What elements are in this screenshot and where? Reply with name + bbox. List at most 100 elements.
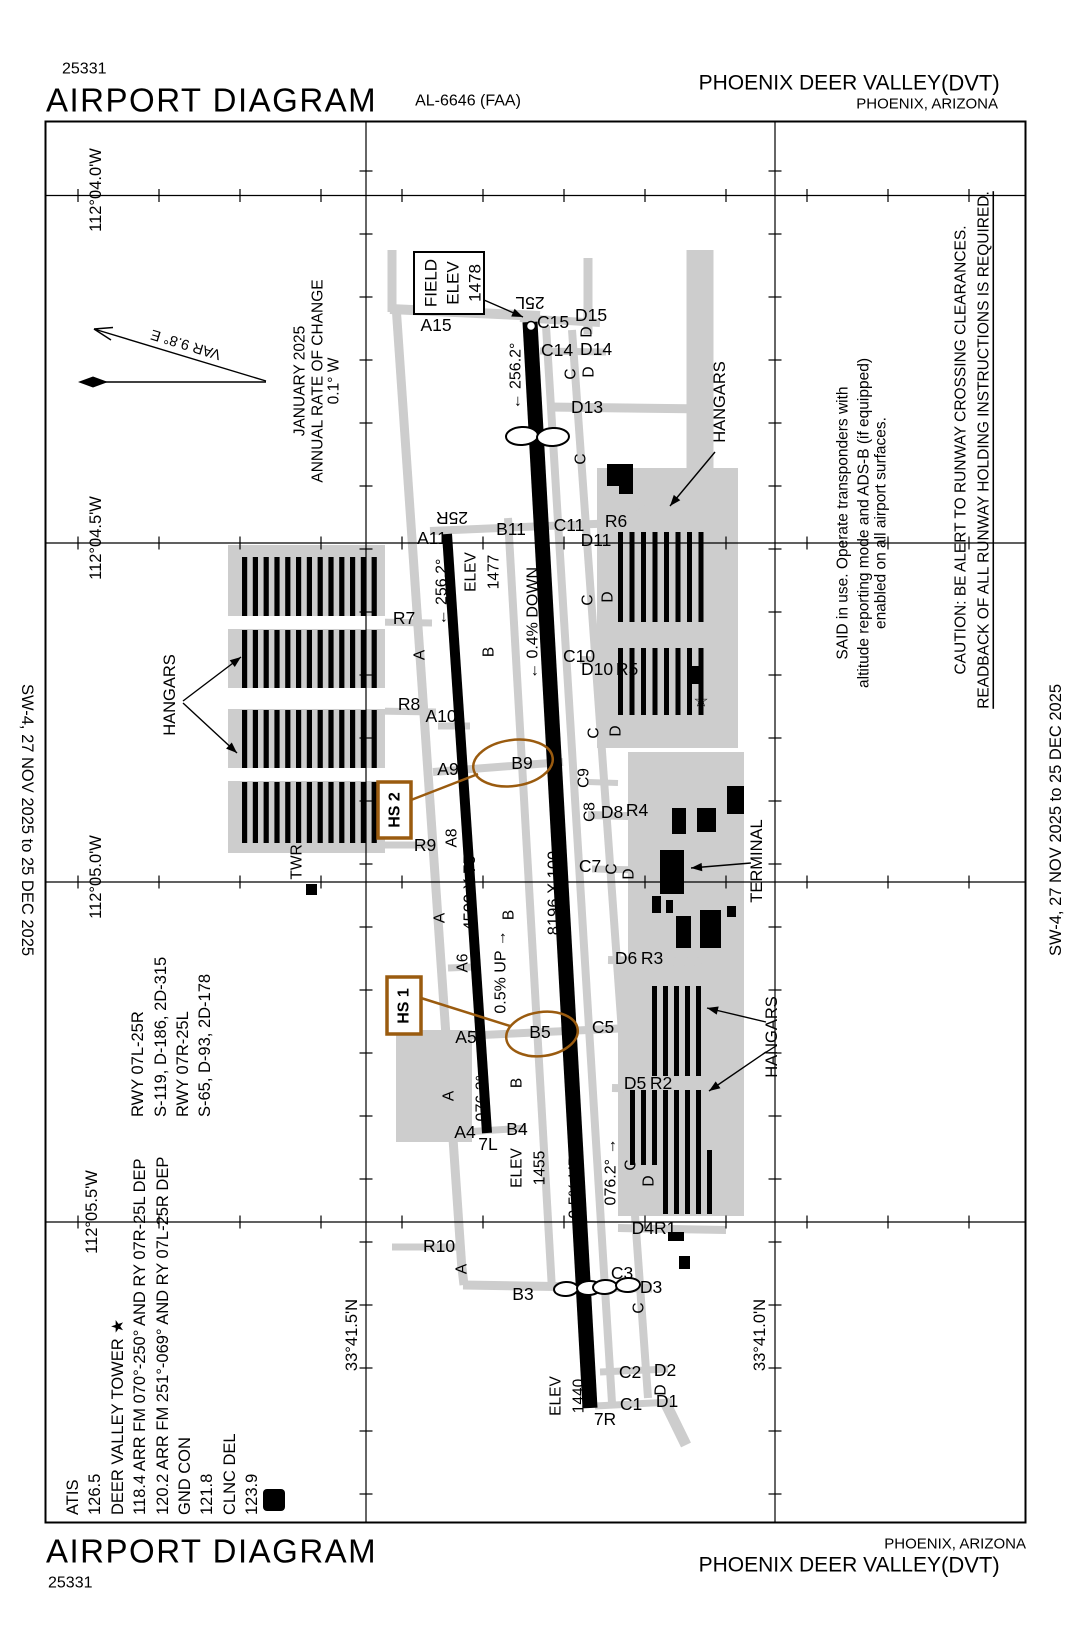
map-label: D2 (654, 1360, 676, 1380)
latitude-label: 33°41.5'N (343, 1299, 361, 1371)
variation-rate: ANNUAL RATE OF CHANGE (310, 279, 327, 482)
city-state-bottom: PHOENIX, ARIZONA (884, 1536, 1026, 1553)
map-label: C1 (620, 1394, 642, 1414)
map-label: A5 (455, 1027, 476, 1047)
map-label: D4R1 (632, 1218, 677, 1238)
map-label: A15 (420, 315, 451, 335)
map-label: D14 (580, 339, 612, 359)
tower-freq-2: 120.2 ARR FM 251°-069° AND RY 07L-25R DE… (154, 1157, 172, 1515)
map-symbols (505, 425, 641, 1298)
map-label: R8 (398, 694, 420, 714)
transponder-note: altitude reporting mode and ADS-B (if eq… (856, 358, 873, 688)
runway-dimensions: 4500 X 75 (461, 855, 479, 930)
procedure-id: AL-6646 (FAA) (415, 93, 521, 110)
map-label: D5 (624, 1073, 646, 1093)
terminal-label: TERMINAL (748, 819, 766, 902)
map-label: R3 (641, 948, 663, 968)
runway-data: S-65, D-93, 2D-178 (196, 974, 214, 1117)
elev-1477: 1477 (486, 555, 503, 589)
map-label: A6 (455, 954, 472, 973)
map-label: B (481, 647, 498, 657)
field-elev: FIELD (422, 259, 441, 307)
atis-label: ATIS (64, 1480, 82, 1515)
map-frame (44, 120, 1027, 1524)
chart-code-bottom: 25331 (48, 1575, 93, 1592)
map-label: D (621, 868, 638, 879)
map-label: C7 (579, 856, 601, 876)
map-label: D15 (575, 305, 607, 325)
tower-label: DEER VALLEY TOWER ★ (109, 1319, 127, 1515)
map-label: C (623, 1159, 640, 1170)
map-label: C15 (537, 312, 569, 332)
longitude-label: 112°04.0'W (87, 148, 105, 232)
map-label: A10 (425, 706, 456, 726)
runway-end-7R: 7R (594, 1409, 616, 1429)
map-label: D6 (615, 948, 637, 968)
edition-date-right: SW-4, 27 NOV 2025 to 25 DEC 2025 (1047, 684, 1065, 956)
runways (442, 320, 598, 1409)
map-label: B (501, 910, 518, 920)
runway-data: RWY 07R-25L (174, 1011, 192, 1117)
edition-date-left: SW-4, 27 NOV 2025 to 25 DEC 2025 (18, 684, 36, 956)
longitude-label: 112°04.5'W (87, 496, 105, 580)
buildings (306, 464, 744, 1269)
map-label: R7 (393, 608, 415, 628)
map-label: R9 (414, 835, 436, 855)
map-label: D13 (571, 397, 603, 417)
map-label: B11 (496, 519, 526, 539)
map-label: D11 (581, 530, 612, 550)
map-label: ELEV (463, 552, 480, 592)
runway-data: RWY 07L-25R (129, 1011, 147, 1117)
map-label: C (586, 727, 603, 738)
caution-note: CAUTION: BE ALERT TO RUNWAY CROSSING CLE… (953, 225, 970, 674)
hangar-rows (242, 532, 712, 1214)
map-label: C (573, 453, 590, 464)
map-label: D (608, 725, 625, 736)
leader-arrows (78, 251, 767, 1092)
gradient-note: ← 0.4% DOWN (525, 567, 542, 679)
map-label: A11 (417, 528, 447, 548)
map-label: A8 (444, 829, 461, 848)
map-label: B4 (506, 1119, 528, 1139)
airport-name-top: PHOENIX DEER VALLEY (699, 72, 941, 95)
variation-rate-value: 0.1° W (326, 357, 343, 404)
map-label: R4 (626, 800, 649, 820)
atis-freq: 126.5 (86, 1474, 104, 1515)
map-label: C10 (563, 646, 595, 666)
runway-heading: 076.2° → (474, 1055, 491, 1122)
map-labels: 25331 AIRPORT DIAGRAM AL-6646 (FAA) PHOENIX… (18, 61, 1065, 1592)
map-label: D3 (640, 1277, 662, 1297)
hangars-label: HANGARS (763, 996, 781, 1078)
runway-data: S-119, D-186, 2D-315 (152, 957, 170, 1117)
transponder-note: enabled on all airport surfaces. (873, 417, 890, 629)
airport-name-bottom: PHOENIX DEER VALLEY (699, 1554, 941, 1577)
map-label: D (641, 1175, 658, 1186)
ground-label: GND CON (176, 1437, 194, 1515)
runway-end-25L: 25L (515, 293, 544, 313)
airport-id-top: (DVT) (941, 71, 1000, 96)
transponder-note: SAID in use. Operate transponders with (835, 386, 852, 659)
gradient-note: 0.5% UP → (493, 930, 510, 1013)
runway-dimensions: 8196 X 100 (545, 851, 563, 935)
longitude-label: 112°05.0'W (87, 835, 105, 919)
map-label: A (412, 649, 429, 660)
map-label: R10 (423, 1236, 455, 1256)
adsb-d-symbol: D (265, 1494, 284, 1506)
map-label: B3 (512, 1284, 533, 1304)
latitude-label: 33°41.0'N (751, 1299, 769, 1371)
map-label: C3 (611, 1263, 633, 1283)
star-symbol: ☆ (693, 692, 708, 711)
caution-note: READBACK OF ALL RUNWAY HOLDING INSTRUCTI… (976, 191, 993, 709)
map-label: A4 (454, 1122, 476, 1142)
map-label: C5 (592, 1017, 614, 1037)
hotspot-2-label: HS 2 (387, 792, 404, 828)
map-label: B (509, 1078, 526, 1088)
ground-freq: 121.8 (198, 1474, 216, 1515)
apron-gaps (228, 616, 385, 781)
map-label: A (454, 1263, 471, 1274)
chart-title-bottom: AIRPORT DIAGRAM (46, 1533, 377, 1570)
map-label: D (653, 1384, 670, 1395)
map-label: D8 (601, 802, 623, 822)
map-label: B9 (511, 753, 532, 773)
